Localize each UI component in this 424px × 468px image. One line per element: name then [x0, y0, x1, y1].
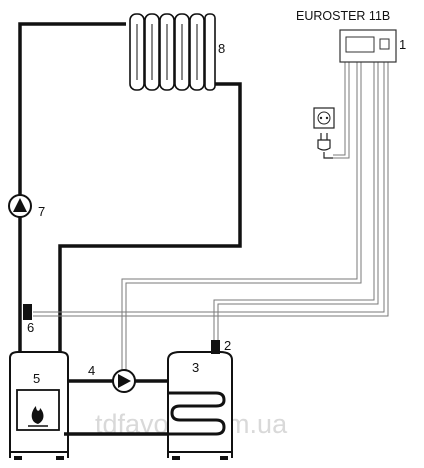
radiator-number: 8 [218, 41, 225, 56]
controller-button [379, 38, 390, 50]
radiator-icon [129, 13, 216, 91]
sensor-tank-number: 2 [224, 338, 231, 353]
supply-pipe [18, 22, 126, 360]
wire-pump-a [121, 62, 358, 370]
wire-sensor-tank-a [213, 62, 375, 340]
boiler-number: 5 [33, 371, 40, 386]
boiler-icon [9, 351, 69, 460]
temperature-sensor-icon [23, 304, 32, 320]
wire-sensor-boiler-b [33, 62, 389, 317]
controller-display [345, 36, 375, 53]
pump-icon [112, 369, 136, 393]
controller-device: EUROSTER 11B 1 [296, 9, 406, 63]
sensor-boiler-number: 6 [27, 320, 34, 335]
water-tank-icon [64, 351, 233, 460]
wire-sensor-tank-b [217, 62, 379, 340]
wires [33, 62, 389, 370]
flame-icon [31, 406, 44, 424]
power-socket-icon [313, 107, 335, 129]
wire-power-a [333, 62, 346, 156]
circulation-pump-number: 7 [38, 204, 45, 219]
controller-model-label: EUROSTER 11B [296, 9, 390, 23]
temperature-sensor-icon [211, 340, 220, 354]
boiler-pump-number: 4 [88, 363, 95, 378]
heat-coil [168, 391, 226, 436]
pump-icon [8, 194, 32, 218]
power-plug-icon [317, 133, 333, 159]
wire-power-b [333, 62, 350, 159]
wire-pump-b [125, 62, 362, 370]
controller-number: 1 [399, 37, 406, 52]
wire-sensor-boiler-a [33, 62, 385, 313]
return-pipe [58, 82, 242, 360]
water-tank-number: 3 [192, 360, 199, 375]
